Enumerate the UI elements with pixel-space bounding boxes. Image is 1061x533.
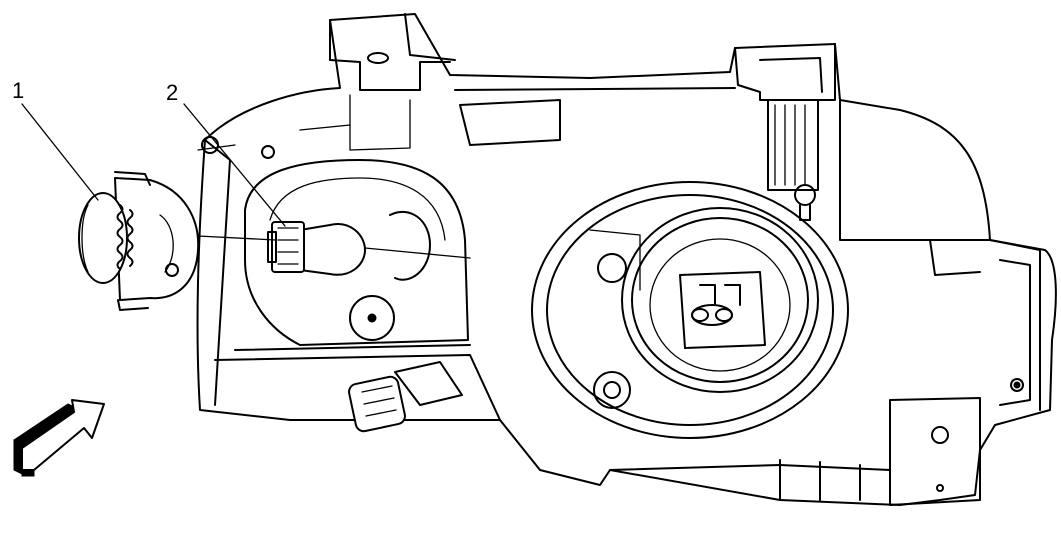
view-direction-arrow-icon bbox=[13, 399, 105, 477]
callout-2-label: 2 bbox=[166, 80, 178, 105]
callout-1: 1 bbox=[12, 78, 99, 201]
callout-1-leader bbox=[21, 103, 99, 201]
headlamp-bulb bbox=[267, 221, 471, 276]
callout-2: 2 bbox=[166, 80, 286, 227]
bulb-alignment-line bbox=[197, 235, 276, 241]
bulb-connector bbox=[78, 171, 200, 311]
reflector-housing bbox=[531, 181, 849, 439]
callout-1-label: 1 bbox=[12, 78, 24, 103]
wiring-connector bbox=[348, 361, 463, 433]
callout-2-leader bbox=[183, 103, 286, 227]
bulb-socket-opening bbox=[244, 159, 469, 346]
